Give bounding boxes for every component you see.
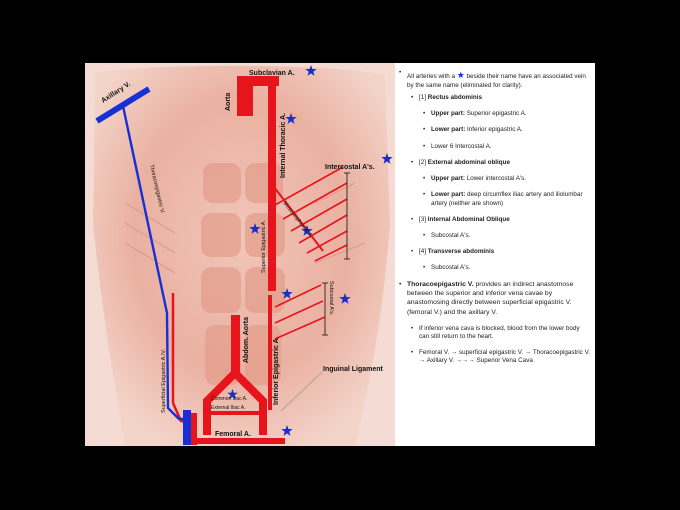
axillary-vein (95, 86, 151, 124)
note-trans-sub: Subcostal A's. (423, 264, 591, 273)
label-intercostals: Intercostal A's. (325, 164, 375, 171)
note-path: Femoral V. → superficial epigastric V. →… (411, 349, 591, 366)
femoral-vein (183, 410, 191, 445)
inguinal-ligament-line (280, 370, 324, 412)
slide: Subclavian A. Aorta Internal Thoracic A.… (85, 63, 595, 446)
note-rectus-upper: Upper part: Superior epigastric A. (423, 110, 591, 119)
star-icon: ★ (456, 70, 465, 80)
note-rectus-lower: Lower part: Inferior epigastric A. (423, 126, 591, 135)
label-inferior-epigastric: Inferior Epigastric A. (273, 336, 280, 405)
veins (95, 86, 191, 445)
anatomy-diagram: Subclavian A. Aorta Internal Thoracic A.… (85, 63, 395, 446)
label-internal-thoracic: Internal Thoracic A. (280, 113, 287, 178)
note-int-oblique: [3] Internal Abdominal Oblique (411, 216, 591, 225)
label-superficial-epigastric-av: Superficial Epigastric A./V. (161, 349, 167, 413)
note-transverse: [4] Transverse abdominis (411, 248, 591, 257)
subclavian-artery (237, 76, 279, 86)
subcostal-branches (274, 284, 326, 340)
note-ext-upper: Upper part: Lower intercostal A's. (423, 175, 591, 184)
note-rectus-lower6: Lower 6 Intercostal A. (423, 143, 591, 152)
label-superior-epigastric: Superior Epigastric A. (261, 220, 267, 273)
notes-panel: All arteries with a ★ beside their name … (399, 69, 591, 445)
note-intro: All arteries with a ★ beside their name … (399, 69, 591, 90)
label-abdom-aorta: Abdom. Aorta (243, 317, 250, 363)
label-inguinal-ligament: Inguinal Ligament (323, 366, 384, 373)
note-rectus: [1] Rectus abdominis (411, 94, 591, 103)
note-ext-lower: Lower part: deep circumflex iliac artery… (423, 191, 591, 208)
note-ivc: If inferior vena cava is blocked, blood … (411, 325, 591, 342)
musculophrenic-artery (270, 182, 324, 252)
note-thoracoepigastric: Thoracoepigastric V. provides an indirec… (399, 280, 591, 317)
iliac-fork (203, 370, 238, 435)
inferior-epigastric-artery (268, 295, 272, 410)
intercostal-branches (274, 166, 348, 262)
brackets (322, 172, 350, 336)
label-external-iliac: External Iliac A. (211, 405, 245, 411)
label-subclavian: Subclavian A. (249, 70, 295, 77)
label-subcostal: Subcostal A's. (328, 281, 334, 316)
note-int-sub: Subcostal A's. (423, 232, 591, 241)
note-ext-oblique: [2] External abdominal oblique (411, 159, 591, 168)
aorta (237, 76, 253, 116)
label-common-iliac: Common Iliac A. (211, 396, 247, 402)
abdominal-aorta (231, 315, 240, 375)
thoracoepigastric-vein (121, 105, 185, 421)
label-aorta: Aorta (225, 93, 232, 111)
label-femoral: Femoral A. (215, 431, 251, 438)
torso-muscles (93, 65, 390, 446)
